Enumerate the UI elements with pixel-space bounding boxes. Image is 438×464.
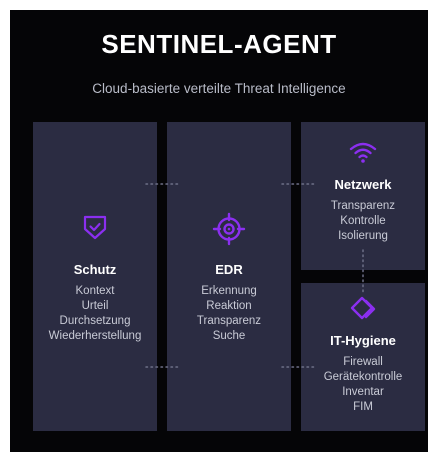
connector-schutz-edr-bottom xyxy=(145,366,181,368)
connector-edr-hygiene xyxy=(281,366,317,368)
list-item: Gerätekontrolle xyxy=(323,371,403,383)
diamond-link-icon xyxy=(350,296,376,320)
diagram-subtitle: Cloud-basierte verteilte Threat Intellig… xyxy=(92,81,346,96)
list-item: Inventar xyxy=(342,386,384,398)
card-hygiene: IT-Hygiene Firewall Gerätekontrolle Inve… xyxy=(301,283,425,431)
card-hygiene-items: Firewall Gerätekontrolle Inventar FIM xyxy=(301,355,425,415)
card-schutz-label: Schutz xyxy=(73,262,117,277)
card-netzwerk-items: Transparenz Kontrolle Isolierung xyxy=(301,199,425,244)
connector-netzwerk-hygiene xyxy=(362,249,364,293)
connector-edr-netzwerk xyxy=(281,183,317,185)
list-item: Transparenz xyxy=(196,315,262,327)
card-edr: EDR Erkennung Reaktion Transparenz Suche xyxy=(167,122,291,431)
card-edr-items: Erkennung Reaktion Transparenz Suche xyxy=(167,284,291,344)
card-netzwerk: Netzwerk Transparenz Kontrolle Isolierun… xyxy=(301,122,425,270)
list-item: Wiederherstellung xyxy=(48,330,142,342)
list-item: Erkennung xyxy=(201,285,257,297)
list-item: Firewall xyxy=(343,356,383,368)
list-item: Kontrolle xyxy=(340,215,386,227)
card-schutz-items: Kontext Urteil Durchsetzung Wiederherste… xyxy=(33,284,157,344)
list-item: Suche xyxy=(212,330,246,342)
crosshair-target-icon xyxy=(212,212,246,246)
diagram-title: SENTINEL-AGENT xyxy=(101,29,337,59)
list-item: Urteil xyxy=(81,300,109,312)
list-item: Kontext xyxy=(75,285,115,297)
card-edr-label: EDR xyxy=(215,262,243,277)
list-item: Transparenz xyxy=(330,200,396,212)
wifi-icon xyxy=(349,142,377,163)
card-hygiene-label: IT-Hygiene xyxy=(330,333,396,348)
connector-schutz-edr-top xyxy=(145,183,181,185)
card-netzwerk-label: Netzwerk xyxy=(334,177,392,192)
shield-check-icon xyxy=(83,215,107,240)
card-schutz: Schutz Kontext Urteil Durchsetzung Wiede… xyxy=(33,122,157,431)
list-item: FIM xyxy=(353,401,373,413)
list-item: Durchsetzung xyxy=(59,315,131,327)
list-item: Isolierung xyxy=(338,230,388,242)
list-item: Reaktion xyxy=(206,300,252,312)
